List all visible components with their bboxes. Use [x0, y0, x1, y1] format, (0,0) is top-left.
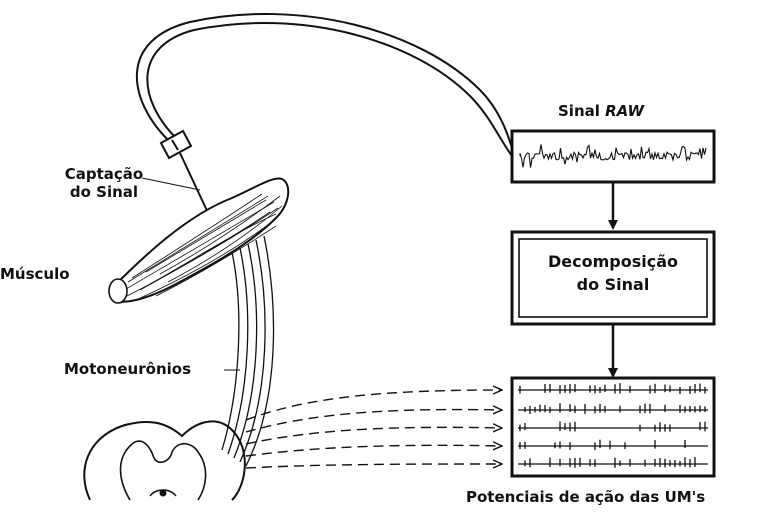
action-potentials-box	[512, 378, 714, 476]
raw-title-raw: RAW	[605, 102, 644, 120]
raw-title-prefix: Sinal	[558, 102, 600, 120]
spinal-cord-section	[84, 421, 245, 500]
captacao-line2: do Sinal	[54, 183, 154, 201]
electrode-cable	[137, 14, 512, 156]
potenciais-label: Potenciais de ação das UM's	[466, 488, 705, 506]
raw-signal-box	[512, 131, 714, 182]
raw-signal-title: Sinal RAW	[558, 102, 644, 120]
decomposicao-line1: Decomposição	[519, 250, 707, 273]
captacao-line1: Captação	[54, 165, 154, 183]
dashed-connections	[246, 390, 502, 468]
electrode-clip	[161, 131, 191, 158]
captacao-label: Captação do Sinal	[54, 165, 154, 201]
motoneuronios-label: Motoneurônios	[64, 360, 191, 378]
musculo-label: Músculo	[0, 265, 70, 283]
decomposicao-line2: do Sinal	[519, 273, 707, 296]
decomposicao-label: Decomposição do Sinal	[519, 250, 707, 296]
electrode-needle	[180, 153, 209, 215]
